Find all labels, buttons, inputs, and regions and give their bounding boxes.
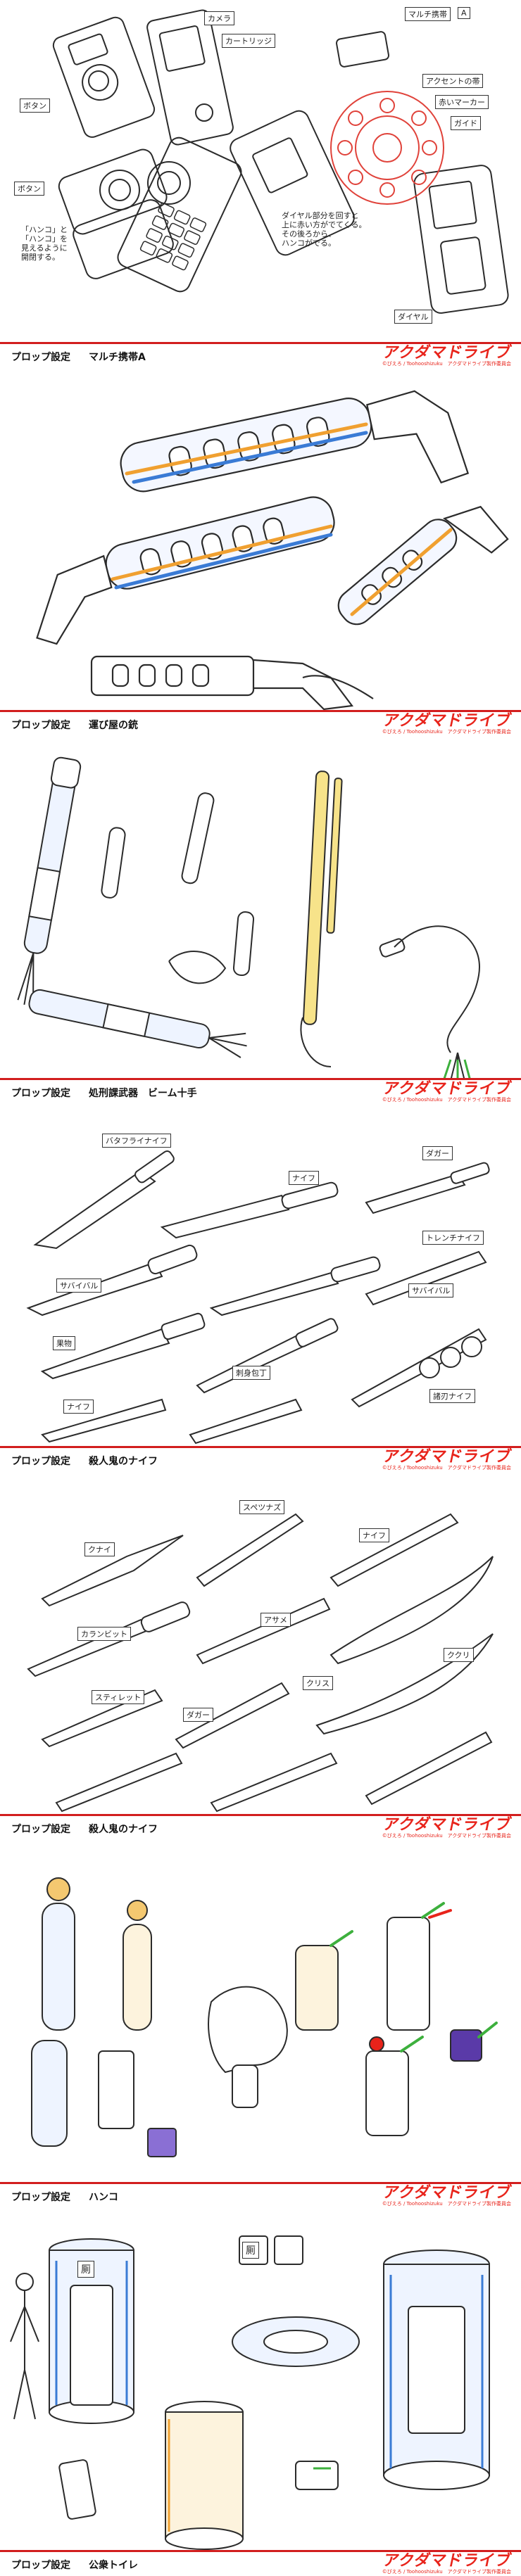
knife-label: 諸刃ナイフ — [429, 1389, 475, 1403]
knife-label: バタフライナイフ — [102, 1134, 171, 1148]
knife-label: クナイ — [84, 1542, 115, 1556]
sheet-title: 公衆トイレ — [89, 2560, 138, 2571]
category-label: プロップ設定 — [11, 720, 70, 731]
cartridge-label: カートリッジ — [222, 34, 275, 48]
sheet-title: 運び屋の銃 — [89, 720, 138, 731]
sheet-footer: プロップ設定 ハンコ アクダマドライブ ©ぴえろ / Toohooshizuku … — [0, 2182, 521, 2208]
knife-label: スティレット — [92, 1690, 145, 1704]
knife-label: サバイバル — [56, 1279, 102, 1293]
knife-label: アサメ — [260, 1613, 291, 1627]
annotation-note: 「ハンコ」と 「ハンコ」を 見えるように 開閉する。 — [21, 225, 68, 262]
knife-label: ダガー — [422, 1146, 453, 1160]
knife-label: 刺身包丁 — [232, 1366, 270, 1380]
prop-sheet-killer-knives-1: バタフライナイフ ナイフ ダガー トレンチナイフ サバイバル 果物 サバイバル … — [0, 1104, 521, 1472]
knife-label: サバイバル — [408, 1283, 454, 1297]
akudama-drive-logo: アクダマドライブ ©ぴえろ / Toohooshizuku アクダマドライブ製作… — [381, 344, 513, 367]
sheet-title: 処刑課武器 ビーム十手 — [89, 1088, 197, 1099]
akudama-drive-logo: アクダマドライブ ©ぴえろ / Toohooshizuku アクダマドライブ製作… — [381, 1816, 513, 1839]
annotation-note: ダイヤル部分を回すと 上に赤い方がでてくる。 その後ろから、 ハンコがでる。 — [282, 211, 367, 248]
camera-label: カメラ — [204, 11, 234, 25]
killer-knives-sketch-1 — [26, 1150, 490, 1445]
sheet-title: 殺人鬼のナイフ — [89, 1456, 158, 1467]
booth-sign-label: 厠 — [77, 2261, 94, 2278]
category-label: プロップ設定 — [11, 1088, 70, 1099]
knife-label: ナイフ — [63, 1400, 94, 1414]
variant-label: A — [458, 7, 470, 19]
red-marker-label: 赤いマーカー — [435, 95, 489, 109]
knife-label: ダガー — [183, 1708, 213, 1722]
button-label-2: ボタン — [14, 182, 44, 196]
prop-sheet-courier-gun: プロップ設定 運び屋の銃 アクダマドライブ ©ぴえろ / Toohooshizuk… — [0, 368, 521, 736]
booth-sign-label: 厠 — [242, 2242, 259, 2259]
sheet-footer: プロップ設定 マルチ携帯A アクダマドライブ ©ぴえろ / Toohooshizu… — [0, 342, 521, 368]
sheet-footer: プロップ設定 殺人鬼のナイフ アクダマドライブ ©ぴえろ / Toohooshiz… — [0, 1814, 521, 1840]
category-label: プロップ設定 — [11, 1456, 70, 1467]
akudama-drive-logo: アクダマドライブ ©ぴえろ / Toohooshizuku アクダマドライブ製作… — [381, 1448, 513, 1471]
sheet-footer: プロップ設定 処刑課武器 ビーム十手 アクダマドライブ ©ぴえろ / Toohoo… — [0, 1078, 521, 1104]
sheet-footer: プロップ設定 運び屋の銃 アクダマドライブ ©ぴえろ / Toohooshizuk… — [0, 710, 521, 736]
sheet-title: マルチ携帯A — [89, 352, 146, 363]
title-label: マルチ携帯 — [405, 7, 451, 21]
knife-label: ナイフ — [359, 1528, 389, 1542]
sheet-footer: プロップ設定 公衆トイレ アクダマドライブ ©ぴえろ / Toohooshizuk… — [0, 2550, 521, 2576]
akudama-drive-logo: アクダマドライブ ©ぴえろ / Toohooshizuku アクダマドライブ製作… — [381, 712, 513, 735]
akudama-drive-logo: アクダマドライブ ©ぴえろ / Toohooshizuku アクダマドライブ製作… — [381, 1080, 513, 1103]
knife-label: スペツナズ — [239, 1500, 285, 1514]
knife-label: カランビット — [77, 1627, 131, 1641]
red-dial-icon — [330, 91, 444, 205]
knife-label: クリス — [303, 1676, 333, 1690]
guide-label: ガイド — [451, 116, 481, 130]
prop-sheet-public-toilet: 厠 厠 プロップ設定 公衆トイレ アクダマドライブ ©ぴえろ / Toohoosh… — [0, 2208, 521, 2576]
knife-label: トレンチナイフ — [422, 1231, 484, 1245]
hanko-sketch — [31, 1877, 498, 2157]
prop-sheet-multi-phone: マルチ携帯 A カメラ ボタン カートリッジ アクセントの帯 赤いマーカー ボタ… — [0, 0, 521, 368]
sheet-title: ハンコ — [89, 2192, 118, 2203]
prop-sheet-hanko: プロップ設定 ハンコ アクダマドライブ ©ぴえろ / Toohooshizuku … — [0, 1840, 521, 2208]
category-label: プロップ設定 — [11, 352, 70, 363]
button-label: ボタン — [20, 99, 50, 113]
courier-gun-sketch — [36, 390, 509, 711]
knife-label: ククリ — [444, 1648, 474, 1662]
category-label: プロップ設定 — [11, 2192, 70, 2203]
prop-sheet-killer-knives-2: クナイ スペツナズ アサメ ククリ カランビット ナイフ スティレット ダガー … — [0, 1472, 521, 1840]
killer-knives-sketch-2 — [27, 1513, 494, 1813]
sheet-title: 殺人鬼のナイフ — [89, 1824, 158, 1835]
category-label: プロップ設定 — [11, 2560, 70, 2571]
prop-sheet-beam-jitte: プロップ設定 処刑課武器 ビーム十手 アクダマドライブ ©ぴえろ / Toohoo… — [0, 736, 521, 1104]
knife-label: 果物 — [53, 1336, 75, 1350]
category-label: プロップ設定 — [11, 1824, 70, 1835]
public-toilet-sketch — [10, 2235, 490, 2550]
beam-jitte-sketch — [17, 756, 480, 1084]
accent-band-label: アクセントの帯 — [422, 74, 484, 88]
akudama-drive-logo: アクダマドライブ ©ぴえろ / Toohooshizuku アクダマドライブ製作… — [381, 2552, 513, 2575]
multi-phone-sketch — [52, 9, 509, 314]
knife-label: ナイフ — [289, 1171, 319, 1185]
akudama-drive-logo: アクダマドライブ ©ぴえろ / Toohooshizuku アクダマドライブ製作… — [381, 2184, 513, 2207]
dial-label: ダイヤル — [394, 310, 432, 324]
sheet-footer: プロップ設定 殺人鬼のナイフ アクダマドライブ ©ぴえろ / Toohooshiz… — [0, 1446, 521, 1472]
